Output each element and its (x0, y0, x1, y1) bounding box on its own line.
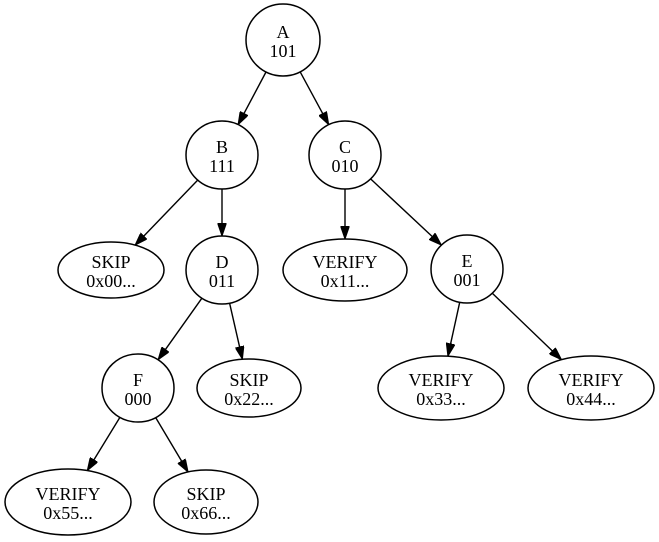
node-verify-0x11-label-line1: VERIFY (312, 252, 377, 272)
node-skip-0x00-label-line2: 0x00... (86, 271, 136, 291)
node-skip-0x66-label-line1: SKIP (186, 484, 225, 504)
node-verify-0x44-label-line1: VERIFY (558, 370, 623, 390)
edge-a-to-b (238, 71, 267, 125)
node-b-shape (185, 120, 259, 190)
node-c-label-line1: C (339, 137, 351, 157)
node-skip-0x00: SKIP0x00... (57, 241, 165, 299)
node-a-label-line1: A (277, 22, 290, 42)
edge-d-to-f (158, 297, 203, 360)
edge-e-to-verify-0x44 (491, 292, 561, 360)
node-skip-0x22: SKIP0x22... (196, 358, 302, 418)
edge-e-to-verify-0x33 (448, 302, 461, 356)
node-e-label-line2: 001 (454, 270, 481, 290)
node-c-shape (308, 120, 382, 190)
node-verify-0x55: VERIFY0x55... (4, 468, 132, 536)
node-verify-0x33-label-line1: VERIFY (408, 370, 473, 390)
node-skip-0x66-label-line2: 0x66... (181, 503, 231, 523)
node-f-label-line1: F (133, 370, 143, 390)
node-b-label-line2: 111 (209, 156, 235, 176)
node-d-label-line2: 011 (209, 271, 235, 291)
node-verify-0x55-label-line1: VERIFY (35, 484, 100, 504)
node-skip-0x22-shape (196, 358, 302, 418)
node-verify-0x11-shape (282, 238, 408, 302)
node-verify-0x44-shape (527, 355, 655, 421)
node-f-shape (101, 353, 175, 423)
node-verify-0x11-label-line2: 0x11... (321, 271, 370, 291)
node-skip-0x00-label-line1: SKIP (91, 252, 130, 272)
node-skip-0x00-shape (57, 241, 165, 299)
node-verify-0x55-label-line2: 0x55... (43, 503, 93, 523)
edge-b-to-skip-0x00 (135, 179, 199, 245)
node-a-shape (245, 3, 321, 77)
node-skip-0x22-label-line1: SKIP (229, 370, 268, 390)
edge-d-to-skip-0x22 (228, 303, 243, 359)
node-verify-0x33-shape (377, 355, 505, 421)
edge-f-to-skip-0x66 (155, 417, 188, 472)
node-verify-0x11: VERIFY0x11... (282, 238, 408, 302)
node-skip-0x66-shape (153, 469, 259, 535)
node-skip-0x22-label-line2: 0x22... (224, 389, 274, 409)
node-a-label-line2: 101 (270, 41, 297, 61)
edge-c-to-e (370, 178, 442, 245)
node-c-label-line2: 010 (332, 156, 359, 176)
node-verify-0x33: VERIFY0x33... (377, 355, 505, 421)
node-verify-0x33-label-line2: 0x33... (416, 389, 466, 409)
node-verify-0x55-shape (4, 468, 132, 536)
node-f-label-line2: 000 (125, 389, 152, 409)
node-e-shape (430, 234, 504, 304)
node-d-label-line1: D (216, 252, 229, 272)
edge-f-to-verify-0x55 (87, 417, 121, 470)
node-b-label-line1: B (216, 137, 228, 157)
node-d-shape (185, 235, 259, 305)
node-verify-0x44-label-line2: 0x44... (566, 389, 616, 409)
node-verify-0x44: VERIFY0x44... (527, 355, 655, 421)
edge-a-to-c (299, 71, 329, 125)
node-skip-0x66: SKIP0x66... (153, 469, 259, 535)
node-e-label-line1: E (462, 251, 473, 271)
